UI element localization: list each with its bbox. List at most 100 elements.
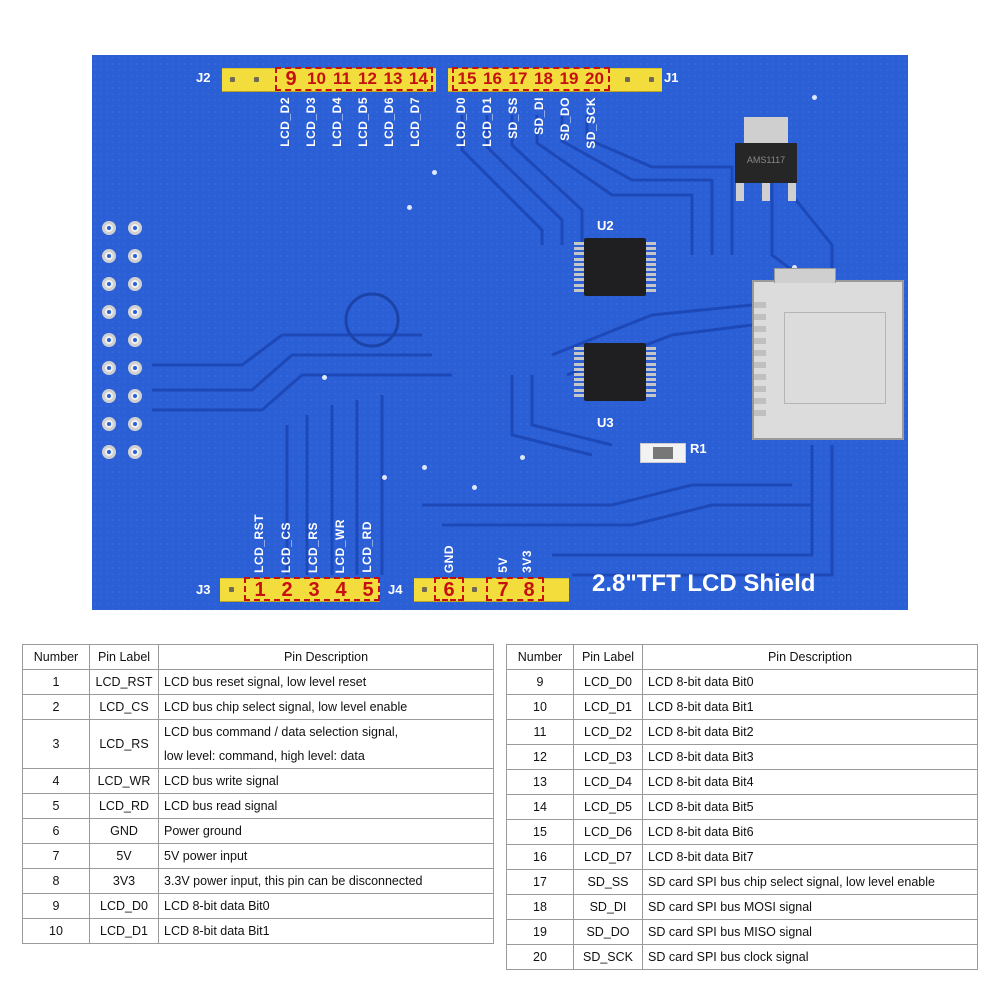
cell-pin-description: LCD bus command / data selection signal,…: [158, 719, 494, 769]
mounting-hole: [128, 249, 142, 263]
pin-number: 8: [523, 579, 535, 601]
pin-number: 19: [559, 69, 579, 88]
cell-pin-label: SD_DI: [573, 894, 643, 920]
chip-pin: [574, 247, 584, 251]
pin-number: 17: [508, 69, 528, 88]
pin-pad: [649, 77, 654, 82]
cell-pin-description: LCD bus read signal: [158, 793, 494, 819]
chip-label-u3: U3: [597, 415, 614, 430]
pin-number: 4: [335, 579, 347, 601]
mounting-hole: [128, 361, 142, 375]
cell-number: 8: [22, 868, 90, 894]
cell-pin-description: LCD bus reset signal, low level reset: [158, 669, 494, 695]
cell-pin-description: SD card SPI bus clock signal: [642, 944, 978, 970]
regulator-leg: [762, 183, 770, 201]
cell-pin-label: LCD_D1: [573, 694, 643, 720]
pin-number: 18: [534, 69, 553, 88]
cell-number: 16: [506, 844, 574, 870]
cell-number: 15: [506, 819, 574, 845]
pin-number: 11: [333, 69, 351, 88]
cell-pin-description: SD card SPI bus MISO signal: [642, 919, 978, 945]
pin-number-group-7-8: [486, 577, 544, 601]
cell-pin-description: SD card SPI bus chip select signal, low …: [642, 869, 978, 895]
cell-number: 3: [22, 719, 90, 769]
cell-pin-description: LCD 8-bit data Bit0: [642, 669, 978, 695]
chip-pin: [646, 352, 656, 356]
cell-pin-description: LCD 8-bit data Bit6: [642, 819, 978, 845]
cell-pin-label: LCD_D5: [573, 794, 643, 820]
table-header-row: Number Pin Label Pin Description: [506, 644, 978, 670]
column-header-pin-description: Pin Description: [158, 644, 494, 670]
description-line: SD card SPI bus MISO signal: [648, 925, 812, 939]
description-line: LCD bus reset signal, low level reset: [164, 675, 367, 689]
pin-signal-label: LCD_D5: [356, 97, 370, 147]
via: [407, 205, 412, 210]
header-label-j2: J2: [196, 70, 211, 85]
cell-number: 10: [506, 694, 574, 720]
mounting-hole: [102, 445, 116, 459]
description-line: LCD bus read signal: [164, 799, 278, 813]
pin-signal-label: LCD_WR: [333, 518, 347, 573]
table-header-row: Number Pin Label Pin Description: [22, 644, 494, 670]
pin-pad: [422, 587, 427, 592]
pin-number: 7: [497, 579, 509, 601]
mounting-hole: [128, 389, 142, 403]
pin-number: 9: [285, 68, 297, 90]
cell-pin-description: LCD 8-bit data Bit0: [158, 893, 494, 919]
mounting-hole: [102, 333, 116, 347]
chip-pin: [574, 373, 584, 376]
pin-signal-label: SD_SCK: [584, 97, 598, 149]
pin-pad: [230, 77, 235, 82]
regulator-leg: [788, 183, 796, 201]
cell-pin-label: LCD_D7: [573, 844, 643, 870]
description-line: LCD 8-bit data Bit0: [648, 675, 754, 689]
chip-u3: [584, 343, 646, 401]
sd-socket-contacts: [754, 302, 766, 418]
chip-pin: [574, 347, 584, 350]
cell-number: 1: [22, 669, 90, 695]
pin-number: 16: [483, 69, 502, 88]
column-header-number: Number: [506, 644, 574, 670]
board-title: 2.8"TFT LCD Shield: [592, 570, 816, 597]
pin-number: 5: [362, 579, 374, 601]
description-line: 5V power input: [164, 849, 248, 863]
cell-pin-label: LCD_D1: [89, 918, 159, 944]
description-line: LCD 8-bit data Bit4: [648, 775, 754, 789]
chip-pin: [646, 242, 656, 245]
chip-pin: [574, 367, 584, 371]
cell-pin-description: LCD bus chip select signal, low level en…: [158, 694, 494, 720]
column-header-number: Number: [22, 644, 90, 670]
resistor-label-r1: R1: [690, 441, 707, 456]
cell-pin-description: 5V power input: [158, 843, 494, 869]
cell-pin-label: LCD_RD: [89, 793, 159, 819]
pin-signal-label: LCD_D4: [330, 97, 344, 147]
mounting-hole: [102, 361, 116, 375]
description-line: LCD 8-bit data Bit0: [164, 899, 270, 913]
pin-number-group-9-14: [275, 67, 433, 91]
mounting-hole: [102, 221, 116, 235]
pin-number: 14: [409, 69, 428, 88]
voltage-regulator: AMS1117: [735, 143, 797, 183]
cell-pin-description: LCD 8-bit data Bit2: [642, 719, 978, 745]
cell-number: 5: [22, 793, 90, 819]
cell-pin-label: LCD_CS: [89, 694, 159, 720]
chip-label-u2: U2: [597, 218, 614, 233]
chip-pin: [574, 252, 584, 256]
description-line: LCD 8-bit data Bit7: [648, 850, 754, 864]
mounting-hole: [128, 277, 142, 291]
cell-pin-label: SD_SCK: [573, 944, 643, 970]
cell-number: 17: [506, 869, 574, 895]
pin-number: 12: [358, 69, 377, 88]
